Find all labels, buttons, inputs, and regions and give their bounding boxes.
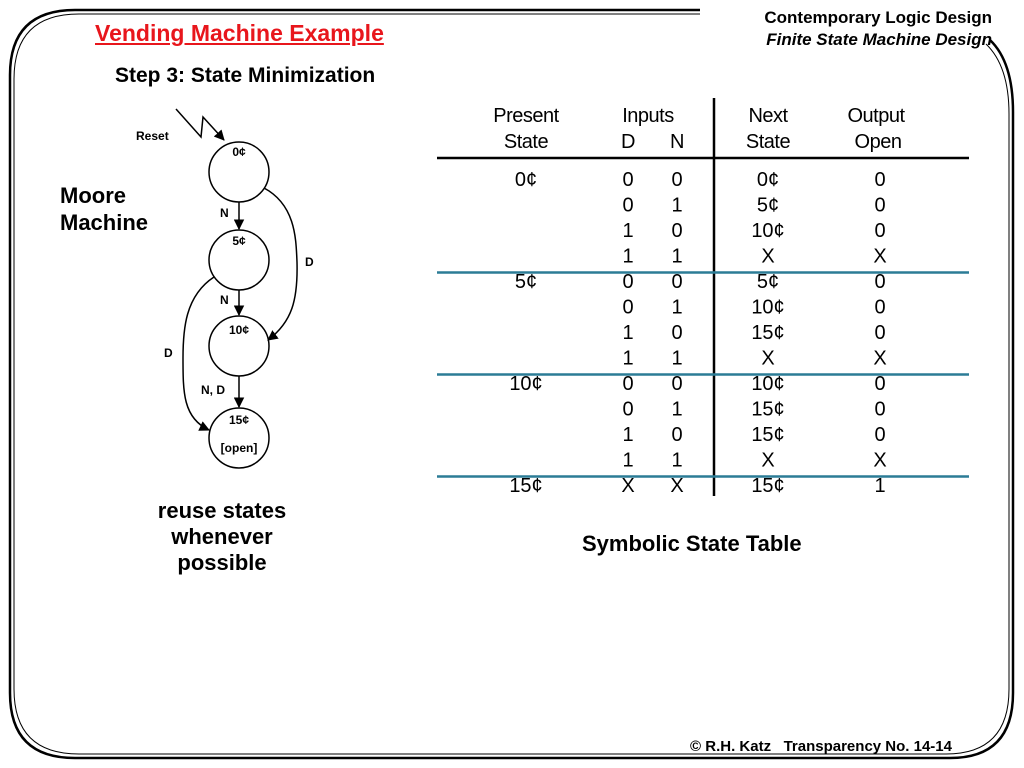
input-d-cell: 1	[622, 348, 633, 370]
output-open-cell: X	[873, 450, 886, 472]
input-d-cell: X	[621, 475, 634, 497]
edge-0-to-10-label: D	[305, 255, 314, 269]
next-state-cell: X	[761, 348, 774, 370]
input-n-cell: 0	[671, 220, 682, 242]
input-d-cell: 0	[622, 399, 633, 421]
input-d-cell: 1	[622, 322, 633, 344]
reuse-note-line-3: possible	[177, 550, 267, 575]
output-open-cell: 0	[874, 399, 885, 421]
edge-0-to-5-label: N	[220, 206, 229, 220]
reuse-note: reuse states whenever possible	[122, 498, 322, 576]
output-open-cell: X	[873, 348, 886, 370]
present-state-cell: 0¢	[515, 169, 537, 191]
output-open-cell: 0	[874, 220, 885, 242]
reset-arrow	[175, 108, 225, 141]
output-open-cell: 0	[874, 297, 885, 319]
output-open-cell: 0	[874, 195, 885, 217]
state-15-name: 15¢	[229, 413, 249, 427]
next-state-cell: 5¢	[757, 271, 779, 293]
input-d-cell: 1	[622, 246, 633, 268]
edge-5-to-10-label: N	[220, 293, 229, 307]
reuse-note-line-1: reuse states	[157, 498, 287, 523]
output-open-cell: 0	[874, 271, 885, 293]
input-n-cell: 1	[671, 348, 682, 370]
state-5-name: 5¢	[232, 234, 246, 248]
input-n-cell: 0	[671, 373, 682, 395]
header-present-2: State	[504, 131, 549, 153]
input-d-cell: 0	[622, 169, 633, 191]
header-next-1: Next	[748, 105, 788, 127]
input-n-cell: 1	[671, 450, 682, 472]
state-15-output: [open]	[221, 441, 258, 455]
present-state-cell: 15¢	[509, 475, 542, 497]
next-state-cell: 15¢	[751, 322, 784, 344]
state-10-name: 10¢	[229, 323, 249, 337]
edge-5-to-15-label: D	[164, 346, 173, 360]
next-state-cell: 10¢	[751, 297, 784, 319]
course-title: Contemporary Logic Design	[764, 8, 992, 27]
machine-type-label: Moore Machine	[60, 182, 148, 236]
step-heading: Step 3: State Minimization	[115, 64, 376, 87]
reuse-note-line-2: whenever	[171, 524, 273, 549]
state-15: 15¢ [open]	[208, 407, 270, 469]
input-d-cell: 1	[622, 424, 633, 446]
header-input-n: N	[670, 131, 684, 153]
slide-title: Vending Machine Example	[95, 20, 384, 46]
input-n-cell: 0	[671, 271, 682, 293]
next-state-cell: 10¢	[751, 220, 784, 242]
state-10: 10¢	[208, 315, 270, 377]
next-state-cell: 5¢	[757, 195, 779, 217]
table-header: Present State Inputs D N Next State Outp…	[493, 105, 906, 153]
input-d-cell: 0	[622, 297, 633, 319]
header-next-2: State	[746, 131, 791, 153]
machine-type-line-1: Moore	[60, 183, 126, 208]
present-state-cell: 5¢	[515, 271, 537, 293]
output-open-cell: X	[873, 246, 886, 268]
header-output-2: Open	[855, 131, 902, 153]
input-n-cell: 0	[671, 322, 682, 344]
output-open-cell: 1	[874, 475, 885, 497]
next-state-cell: X	[761, 246, 774, 268]
output-open-cell: 0	[874, 424, 885, 446]
next-state-cell: X	[761, 450, 774, 472]
next-state-cell: 15¢	[751, 399, 784, 421]
output-open-cell: 0	[874, 373, 885, 395]
input-n-cell: 1	[671, 399, 682, 421]
table-caption: Symbolic State Table	[582, 531, 802, 556]
input-d-cell: 1	[622, 220, 633, 242]
input-d-cell: 0	[622, 195, 633, 217]
output-open-cell: 0	[874, 169, 885, 191]
chapter-title: Finite State Machine Design	[766, 30, 992, 49]
header-inputs: Inputs	[622, 105, 674, 127]
present-state-cell: 10¢	[509, 373, 542, 395]
next-state-cell: 0¢	[757, 169, 779, 191]
input-n-cell: 0	[671, 424, 682, 446]
input-n-cell: 1	[671, 297, 682, 319]
header-input-d: D	[621, 131, 635, 153]
next-state-cell: 15¢	[751, 424, 784, 446]
edge-0-to-10	[263, 187, 298, 341]
input-d-cell: 0	[622, 373, 633, 395]
input-n-cell: X	[670, 475, 683, 497]
footer: © R.H. Katz Transparency No. 14-14	[690, 738, 952, 755]
machine-type-line-2: Machine	[60, 210, 149, 235]
input-n-cell: 1	[671, 246, 682, 268]
next-state-cell: 10¢	[751, 373, 784, 395]
header-present-1: Present	[493, 105, 559, 127]
input-n-cell: 1	[671, 195, 682, 217]
edge-10-to-15-label: N, D	[201, 383, 225, 397]
header-output-1: Output	[847, 105, 905, 127]
input-n-cell: 0	[671, 169, 682, 191]
output-open-cell: 0	[874, 322, 885, 344]
reset-label: Reset	[136, 129, 169, 143]
input-d-cell: 0	[622, 271, 633, 293]
edge-5-to-15	[182, 276, 215, 431]
state-0-name: 0¢	[232, 145, 246, 159]
input-d-cell: 1	[622, 450, 633, 472]
next-state-cell: 15¢	[751, 475, 784, 497]
